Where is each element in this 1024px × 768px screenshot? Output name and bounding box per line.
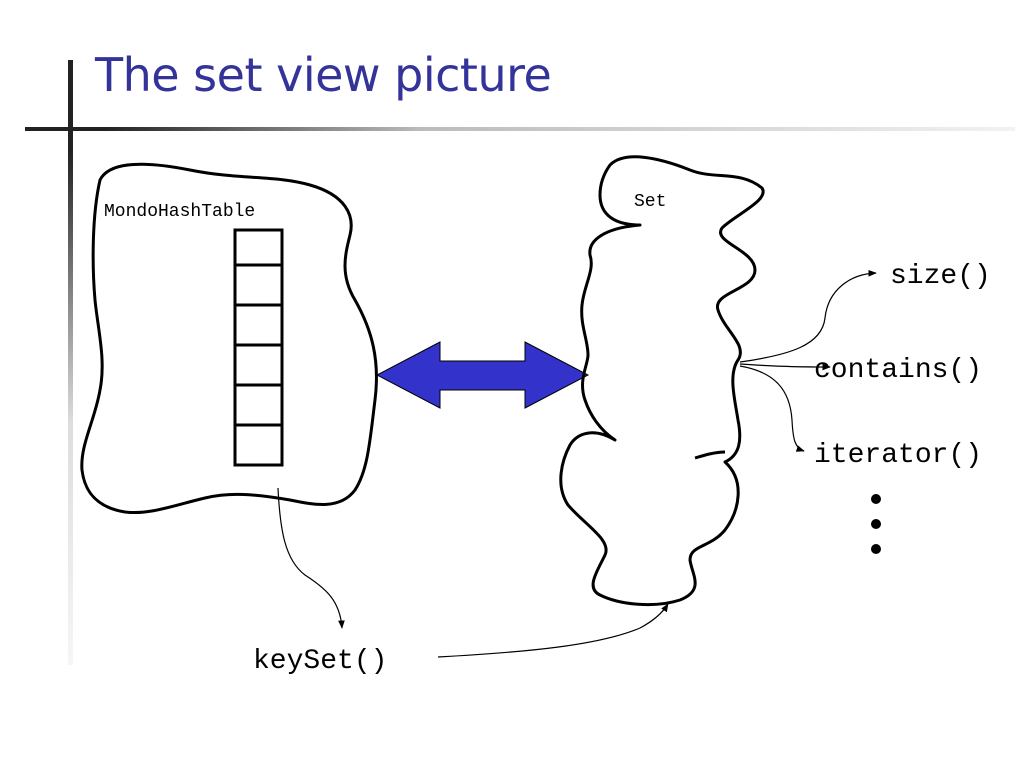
- method-contains: contains(): [814, 355, 982, 386]
- hashtable-label: MondoHashTable: [104, 202, 255, 222]
- arrow-to-size: [739, 269, 877, 363]
- slide-title: The set view picture: [95, 48, 552, 102]
- arrow-hashtable-to-keyset: [277, 487, 345, 629]
- arrow-keyset-to-set: [437, 603, 669, 658]
- set-label: Set: [634, 192, 666, 212]
- view-double-arrow: [375, 341, 590, 409]
- more-methods-ellipsis: [871, 494, 881, 554]
- set-blob: [559, 155, 765, 607]
- arrow-to-iterator: [739, 365, 805, 452]
- method-size: size(): [890, 261, 991, 292]
- arrow-to-contains: [739, 363, 831, 371]
- title-horizontal-rule: [25, 127, 1015, 131]
- method-iterator: iterator(): [814, 440, 982, 471]
- title-vertical-rule: [68, 60, 73, 665]
- keyset-label: keySet(): [253, 646, 387, 677]
- hashtable-blob: [80, 162, 378, 515]
- set-blob-fold: [694, 450, 726, 460]
- hash-bucket-column: [233, 228, 284, 467]
